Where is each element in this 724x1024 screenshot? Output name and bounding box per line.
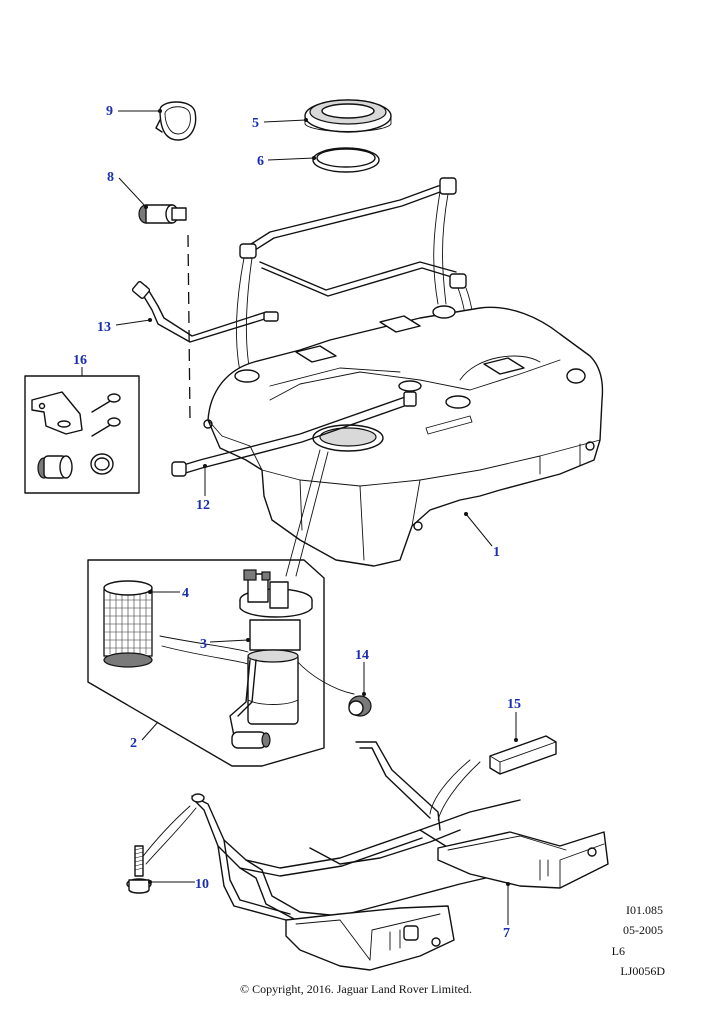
callout-10: 10: [195, 877, 209, 892]
fuel-filter-part-4: [103, 580, 153, 668]
support-cradle-part-7: [139, 741, 609, 971]
callout-2: 2: [130, 736, 137, 751]
drawing-id: LJ0056D: [620, 964, 665, 978]
locking-ring-part-5: [304, 99, 392, 133]
seal-part-6: [312, 147, 380, 173]
reference-number: I01.085: [626, 903, 663, 917]
callout-5: 5: [252, 116, 259, 131]
hose-clamp-part-9: [155, 101, 197, 141]
callout-15: 15: [507, 697, 521, 712]
callout-9: 9: [106, 104, 113, 119]
bolt-part-10: [126, 845, 152, 894]
engine-code: L6: [612, 944, 625, 958]
callout-6: 6: [257, 154, 264, 169]
callout-16: 16: [73, 353, 87, 368]
callout-7: 7: [503, 926, 510, 941]
leader-lines: [81, 109, 518, 925]
vent-pipe-assembly: [236, 177, 476, 399]
callout-8: 8: [107, 170, 114, 185]
callout-14: 14: [355, 648, 369, 663]
fuel-pump-part-3: [159, 569, 313, 749]
pad-part-15: [489, 735, 557, 775]
callout-3: 3: [200, 637, 207, 652]
callout-labels: 9 8 5 6 13 16 12 1 4 3 14 2 15 10 7: [73, 104, 521, 941]
callout-13: 13: [97, 320, 111, 335]
fuel-pipe-part-13: [131, 281, 279, 343]
fixing-kit-part-16: [24, 375, 140, 494]
pump-module-part-2: [87, 559, 325, 767]
drawing-metadata: I01.085 05-2005 L6 LJ0056D: [612, 903, 666, 978]
callout-12: 12: [196, 498, 210, 513]
callout-4: 4: [182, 586, 189, 601]
fuel-tank-part-1: [203, 305, 604, 567]
callout-1: 1: [493, 545, 500, 560]
breather-pipe-part-12: [171, 391, 417, 477]
copyright-notice: © Copyright, 2016. Jaguar Land Rover Lim…: [240, 982, 472, 996]
connector-part-8: [138, 204, 187, 224]
grommet-part-14: [348, 695, 372, 717]
date-code: 05-2005: [623, 923, 663, 937]
